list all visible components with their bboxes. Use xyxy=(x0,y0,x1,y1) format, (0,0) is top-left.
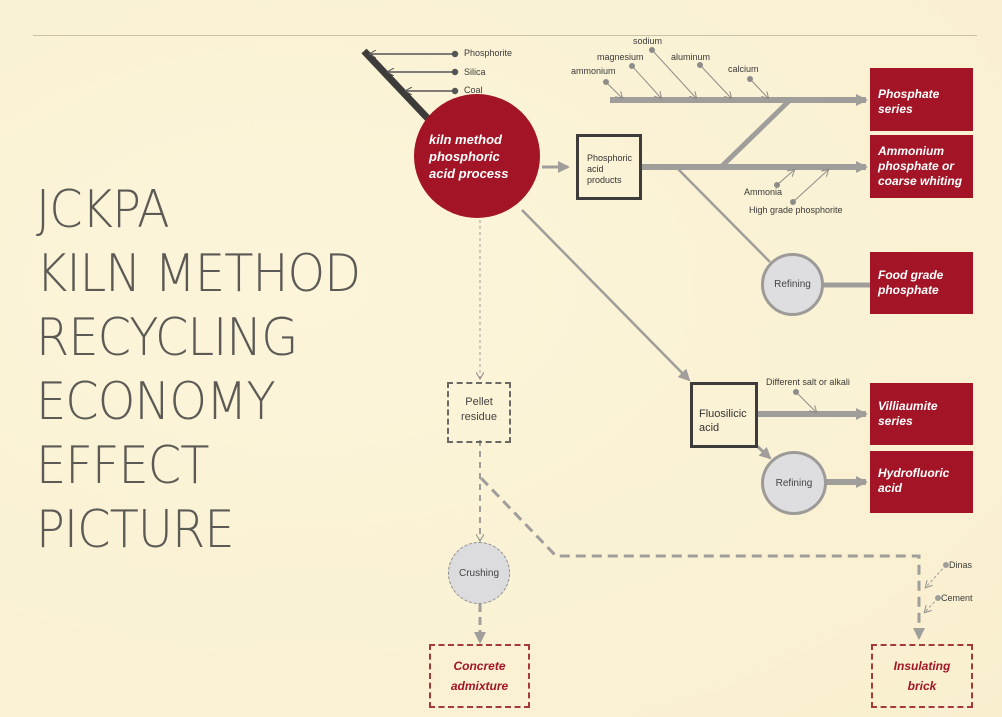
series-input-aluminum: aluminum xyxy=(671,52,711,62)
title-line: RECYCLING xyxy=(36,308,298,368)
brick-input-dinas: Dinas xyxy=(949,560,973,570)
output-concrete-admixture[interactable]: Concrete admixture xyxy=(429,644,530,708)
output-phosphate-series-label: Phosphate series xyxy=(878,87,940,116)
input-label-phosphorite: Phosphorite xyxy=(464,48,513,58)
title-line: EFFECT xyxy=(36,436,210,496)
title-line: KILN METHOD xyxy=(36,244,361,304)
phosphoric-acid-label: Phosphoric acid products xyxy=(587,153,633,185)
series-input-ammonium: ammonium xyxy=(571,66,616,76)
brick-input-cement: Cement xyxy=(941,593,973,603)
output-villiaumite[interactable]: Villiaumite series xyxy=(870,383,973,445)
output-hydrofluoric[interactable]: Hydrofluoric acid xyxy=(870,451,973,513)
arrow-to-fl-refining xyxy=(755,444,772,460)
page-title: JCKPA KILN METHOD RECYCLING ECONOMY EFFE… xyxy=(36,178,388,562)
title-line: PICTURE xyxy=(36,500,235,560)
title-line: ECONOMY xyxy=(36,372,276,432)
salt-input-label: Different salt or alkali xyxy=(766,377,850,387)
refining-phosphate-node[interactable]: Refining xyxy=(761,253,824,316)
fluosilicic-acid-node[interactable]: Fluosilicic acid xyxy=(690,382,758,448)
input-label-silica: Silica xyxy=(464,67,486,77)
brick-input-arrows xyxy=(925,562,949,613)
refining-label: Refining xyxy=(774,279,811,290)
output-insulating-brick[interactable]: Insulating brick xyxy=(871,644,973,708)
output-ammonium-phosphate[interactable]: Ammonium phosphate or coarse whiting xyxy=(870,135,973,198)
kiln-process-label: kiln method phosphoric acid process xyxy=(429,131,509,181)
output-hydrofluoric-label: Hydrofluoric acid xyxy=(878,466,950,495)
title-line: JCKPA xyxy=(36,180,170,240)
output-food-grade[interactable]: Food grade phosphate xyxy=(870,252,973,314)
output-ammonium-phosphate-label: Ammonium phosphate or coarse whiting xyxy=(878,144,963,188)
refining-fluoride-node[interactable]: Refining xyxy=(761,451,827,515)
top-divider xyxy=(33,35,977,36)
pellet-residue-node[interactable]: Pellet residue xyxy=(447,382,511,443)
pellet-residue-label: Pellet residue xyxy=(460,396,498,423)
ammonium-input-ammonia: Ammonia xyxy=(744,187,783,197)
raw-input-arrows xyxy=(370,52,459,94)
dashed-to-brick xyxy=(479,476,925,640)
series-input-sodium: sodium xyxy=(633,36,663,46)
ammonium-input-arrows xyxy=(774,170,829,205)
salt-input-arrow xyxy=(793,389,817,413)
ammonium-input-phosphorite: High grade phosphorite xyxy=(749,205,843,215)
crushing-label: Crushing xyxy=(458,567,500,579)
arrow-to-fluosilicic xyxy=(521,209,691,382)
series-input-arrows xyxy=(603,47,769,99)
output-villiaumite-label: Villiaumite series xyxy=(878,399,938,428)
raw-feed-bar xyxy=(361,48,437,128)
input-label-coal: Coal xyxy=(464,85,483,95)
insulating-brick-label: Insulating brick xyxy=(893,659,951,693)
output-food-grade-label: Food grade phosphate xyxy=(878,268,944,297)
refining-label: Refining xyxy=(775,477,813,489)
fluosilicic-acid-label: Fluosilicic acid xyxy=(699,408,747,434)
branch-to-phosphate xyxy=(720,98,792,168)
series-input-calcium: calcium xyxy=(728,64,759,74)
crushing-node[interactable]: Crushing xyxy=(448,542,510,604)
concrete-admixture-label: Concrete admixture xyxy=(450,659,509,693)
branch-to-refining xyxy=(676,167,771,263)
phosphoric-acid-node[interactable]: Phosphoric acid products xyxy=(576,134,642,200)
output-phosphate-series[interactable]: Phosphate series xyxy=(870,68,973,131)
kiln-process-node[interactable]: kiln method phosphoric acid process xyxy=(414,94,540,218)
series-input-magnesium: magnesium xyxy=(597,52,644,62)
